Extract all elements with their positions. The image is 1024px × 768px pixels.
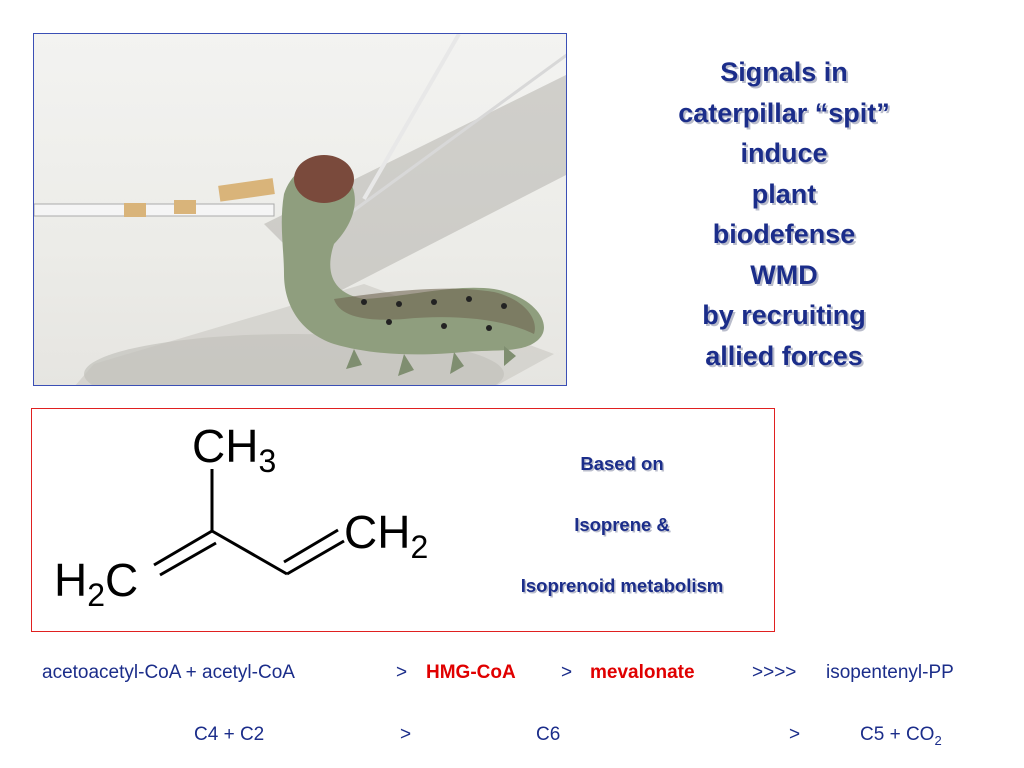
carbon-intermediate: C6: [536, 724, 561, 745]
isoprene-structure-box: CH3 CH2 H2C Based on Isoprene & Isopreno…: [31, 408, 775, 632]
based-on-line: Isoprenoid metabolism: [520, 575, 724, 596]
mevalonate-pathway: acetoacetyl-CoA + acetyl-CoA > HMG-CoA >…: [0, 662, 1024, 692]
bond-line: [286, 539, 345, 576]
methylene-group-left: H2C: [54, 554, 139, 613]
pathway-mevalonate: mevalonate: [590, 662, 695, 683]
bond-line: [283, 528, 339, 564]
pathway-arrow: >>>>: [752, 662, 797, 683]
carbon-arrow: >: [400, 724, 412, 745]
caterpillar-body: [281, 155, 544, 376]
electrode-wire: [348, 53, 566, 216]
bond-line: [159, 541, 217, 577]
pathway-hmg-coa: HMG-CoA: [426, 662, 516, 683]
pathway-reactants: acetoacetyl-CoA + acetyl-CoA: [42, 662, 295, 683]
based-on-line: Based on: [580, 453, 664, 474]
carbon-arrow: >: [789, 724, 801, 745]
feeding-tube: [34, 178, 275, 217]
bond-line: [211, 529, 288, 576]
electrode-wire: [362, 34, 461, 200]
pathway-product: isopentenyl-PP: [826, 662, 954, 683]
based-on-line: Isoprene &: [574, 514, 670, 535]
caterpillar-photo: [33, 33, 567, 386]
electrode-shadow: [264, 74, 566, 294]
title-line: Signals in: [720, 57, 848, 87]
bond-line: [153, 529, 213, 567]
title-line: plant: [751, 178, 817, 209]
methyl-group: CH3: [192, 420, 277, 479]
slide-title: Signals in caterpillar “spit” induce pla…: [600, 52, 968, 376]
pathway-arrow: >: [396, 662, 408, 683]
carbon-product: C5 + CO2: [860, 724, 942, 748]
title-line: caterpillar “spit”: [678, 97, 890, 128]
methylene-group-right: CH2: [344, 506, 429, 565]
title-line: by recruiting: [702, 300, 866, 330]
carbon-reactants: C4 + C2: [194, 724, 265, 745]
caterpillar-head: [294, 155, 354, 203]
title-line: WMD: [750, 259, 818, 290]
title-line: induce: [740, 138, 828, 168]
pathway-arrow: >: [561, 662, 573, 683]
title-line: biodefense: [712, 219, 856, 249]
title-line: allied forces: [705, 340, 863, 371]
carbon-count-line: C4 + C2 > C6 > C5 + CO2: [0, 724, 1024, 754]
isoprene-bonds: [153, 469, 345, 577]
based-on-text: Based on Isoprene & Isoprenoid metabolis…: [472, 453, 772, 636]
caterpillar-illustration: [34, 34, 566, 385]
